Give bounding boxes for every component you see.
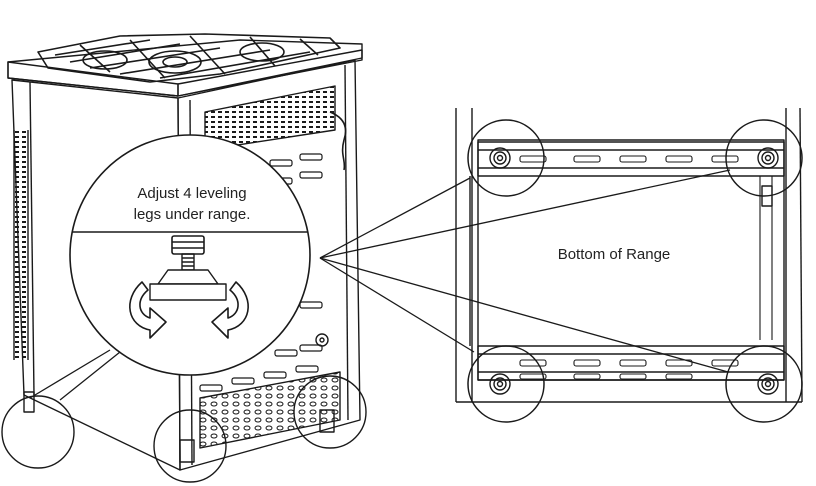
burner-left <box>82 50 128 70</box>
corner-circle-top-left <box>467 119 545 197</box>
foot-left <box>23 391 35 413</box>
corner-circle-bottom-right <box>725 345 803 423</box>
back-slots <box>199 153 323 392</box>
corner-circle-bottom-left <box>467 345 545 423</box>
corner-circle-top-right <box>725 119 803 197</box>
leg-circle-left <box>1 395 75 469</box>
foot-front <box>179 439 195 463</box>
cooktop-surface <box>7 39 363 97</box>
leg-circle-back <box>293 375 367 449</box>
top-rail <box>477 141 785 177</box>
rotation-arrow-left-icon <box>129 281 167 339</box>
magnified-callout <box>69 134 311 376</box>
burner-center <box>148 50 202 74</box>
callout-line-1: Adjust 4 leveling <box>137 185 246 202</box>
burner-grates <box>37 33 341 83</box>
bottom-view <box>455 107 803 423</box>
leg-foot-bottom-left <box>489 373 511 395</box>
leg-foot-top-right <box>757 147 779 169</box>
side-vent <box>14 130 28 360</box>
leveling-leg-illustration <box>149 235 227 301</box>
rail-slots <box>519 155 739 380</box>
leg-foot-top-left <box>489 147 511 169</box>
bottom-of-range-label: Bottom of Range <box>558 246 671 263</box>
leg-circle-front <box>153 409 227 483</box>
callout-line-2: legs under range. <box>134 206 251 223</box>
burner-right <box>239 42 285 62</box>
foot-back <box>319 409 335 433</box>
range-illustration <box>7 33 363 471</box>
rotation-arrow-right-icon <box>211 281 249 339</box>
bottom-rail <box>477 345 785 381</box>
pointer-lines <box>319 169 731 373</box>
lower-perforated-panel <box>199 371 341 449</box>
power-cord <box>329 111 347 171</box>
leg-foot-bottom-right <box>757 373 779 395</box>
